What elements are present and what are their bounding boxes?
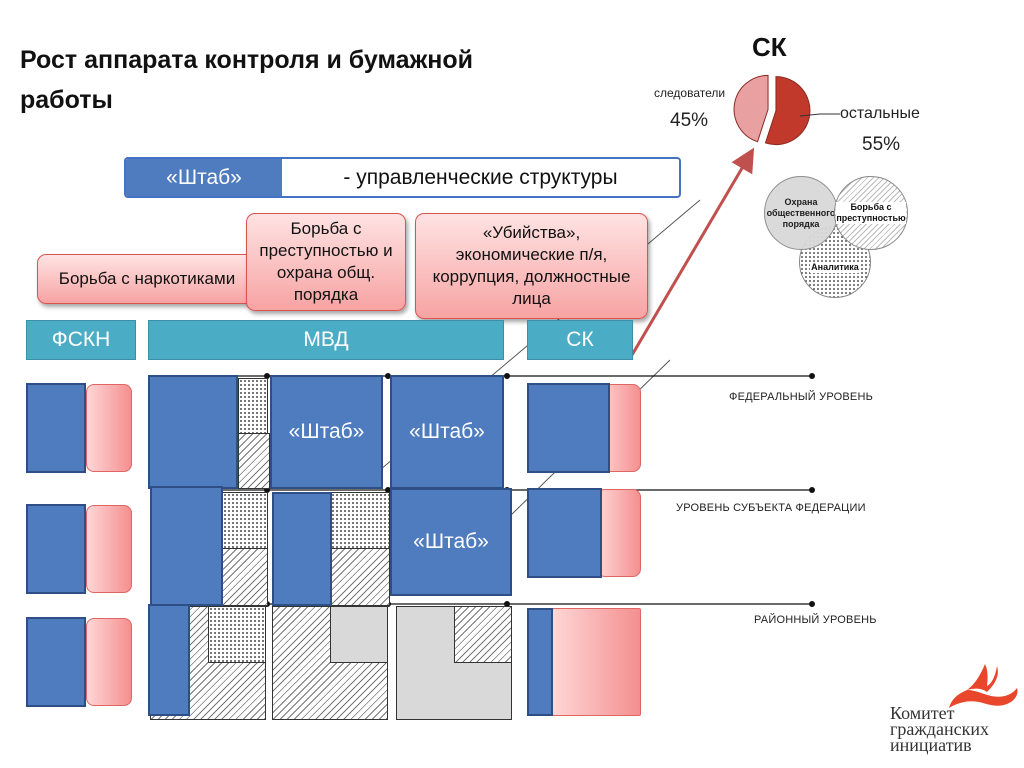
level-district: РАЙОННЫЙ УРОВЕНЬ	[754, 614, 877, 626]
mvd-subject-dots-1	[222, 492, 268, 550]
venn-public-order-label: Охрана общественного порядка	[766, 196, 836, 229]
fskn-subject-blue	[26, 504, 86, 594]
ck-chart-title: СК	[752, 32, 787, 62]
fskn-district-blue	[26, 617, 86, 707]
shtab-legend-label: «Штаб»	[126, 159, 282, 196]
ck-pie-chart	[733, 74, 811, 146]
pie-slice-0	[733, 74, 769, 143]
mvd-district-dots-1	[208, 606, 266, 663]
mvd-district-blue	[148, 604, 190, 716]
page-title: Рост аппарата контроля и бумажной работы	[20, 46, 474, 114]
logo-text: Комитет гражданских инициатив	[890, 703, 989, 755]
venn-crime-label: Борьба с преступностью	[836, 202, 906, 224]
venn-crime: Борьба с преступностью	[834, 176, 908, 250]
venn-public-order: Охрана общественного порядка	[764, 176, 838, 250]
bird-logo-icon	[949, 664, 1018, 708]
shtab-legend-bar: «Штаб» - управленческие структуры	[124, 157, 681, 198]
agency-mvd: МВД	[148, 320, 504, 360]
agency-fskn: ФСКН	[26, 320, 136, 360]
mvd-subject-hatch-2	[330, 548, 390, 606]
logo-line-3: инициатив	[890, 735, 972, 755]
mvd-subject-dots-2	[330, 492, 390, 550]
fskn-district-pink	[86, 618, 132, 706]
pie-pct-investigators: 45%	[670, 110, 709, 131]
agency-sk: СК	[527, 320, 633, 360]
arrow-to-ck	[630, 147, 755, 356]
pie-label-investigators: следователи	[654, 86, 726, 100]
fskn-federal-pink	[86, 384, 132, 472]
sk-district-pink	[552, 608, 641, 716]
mvd-federal-hatch	[238, 433, 270, 489]
box-murders: «Убийства», экономические п/я, коррупция…	[415, 213, 648, 319]
logo-line-1: Комитет	[890, 703, 955, 723]
mvd-district-hatch-3	[454, 606, 512, 663]
fskn-subject-pink	[86, 505, 132, 593]
mvd-district-grey-1	[330, 606, 388, 663]
mvd-federal-dots	[238, 378, 268, 434]
mvd-federal-shtab-2: «Штаб»	[390, 375, 504, 489]
pie-label-others: остальные	[840, 105, 920, 122]
level-subject: УРОВЕНЬ СУБЪЕКТА ФЕДЕРАЦИИ	[676, 502, 866, 514]
sk-federal-blue	[527, 383, 610, 473]
pie-slice-1	[764, 76, 811, 146]
fskn-federal-blue	[26, 383, 86, 473]
sk-district-blue	[527, 608, 553, 716]
mvd-subject-hatch-1	[222, 548, 268, 606]
shtab-legend-desc: - управленческие структуры	[343, 165, 618, 189]
mvd-federal-blue	[148, 375, 238, 489]
pie-pct-others: 55%	[862, 134, 901, 155]
box-crime: Борьба с преступностью и охрана общ. пор…	[246, 213, 406, 311]
mvd-subject-blue-2	[272, 492, 332, 606]
mvd-subject-shtab: «Штаб»	[390, 488, 512, 596]
level-federal: ФЕДЕРАЛЬНЫЙ УРОВЕНЬ	[729, 391, 874, 403]
box-narcotics: Борьба с наркотиками	[37, 254, 257, 304]
sk-subject-blue	[527, 488, 602, 578]
mvd-federal-shtab-1: «Штаб»	[270, 375, 383, 489]
mvd-subject-blue-1	[150, 486, 223, 606]
logo-line-2: гражданских	[890, 719, 989, 739]
pie-leader-line	[800, 113, 840, 117]
sk-subject-pink	[597, 489, 641, 577]
venn-analytics-label: Аналитика	[810, 261, 860, 273]
